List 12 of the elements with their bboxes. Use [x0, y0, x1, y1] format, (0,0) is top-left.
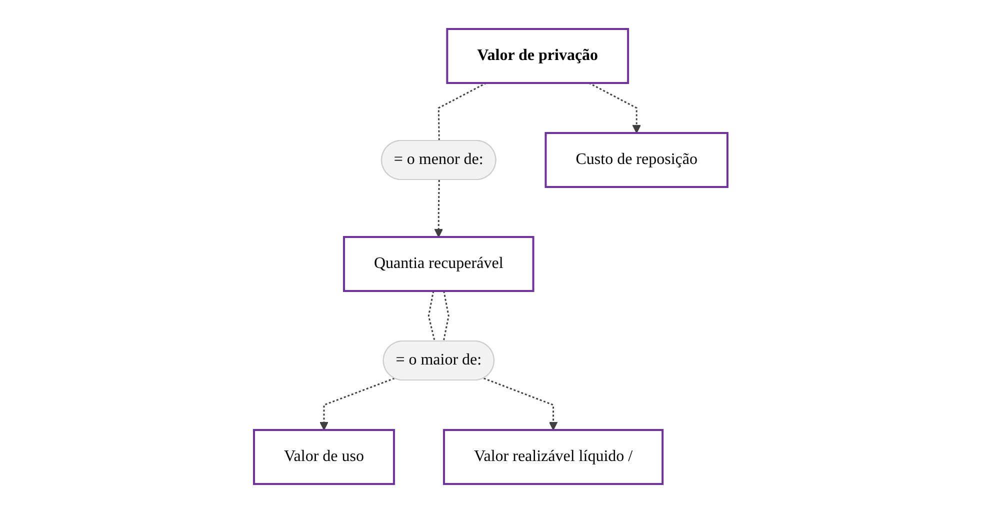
- arrow: [484, 377, 558, 430]
- arrow: [434, 179, 444, 237]
- node-box: Valor de privação: [446, 28, 630, 84]
- node-box: Custo de reposição: [545, 132, 729, 188]
- node-box: Valor realizável líquido /: [443, 428, 664, 484]
- connector: [428, 290, 436, 342]
- node-box: Valor de uso: [253, 428, 396, 484]
- node-box: Quantia recuperável: [343, 236, 535, 292]
- arrow: [588, 82, 642, 133]
- connector: [438, 82, 487, 140]
- connector: [443, 290, 450, 342]
- arrow: [320, 377, 395, 430]
